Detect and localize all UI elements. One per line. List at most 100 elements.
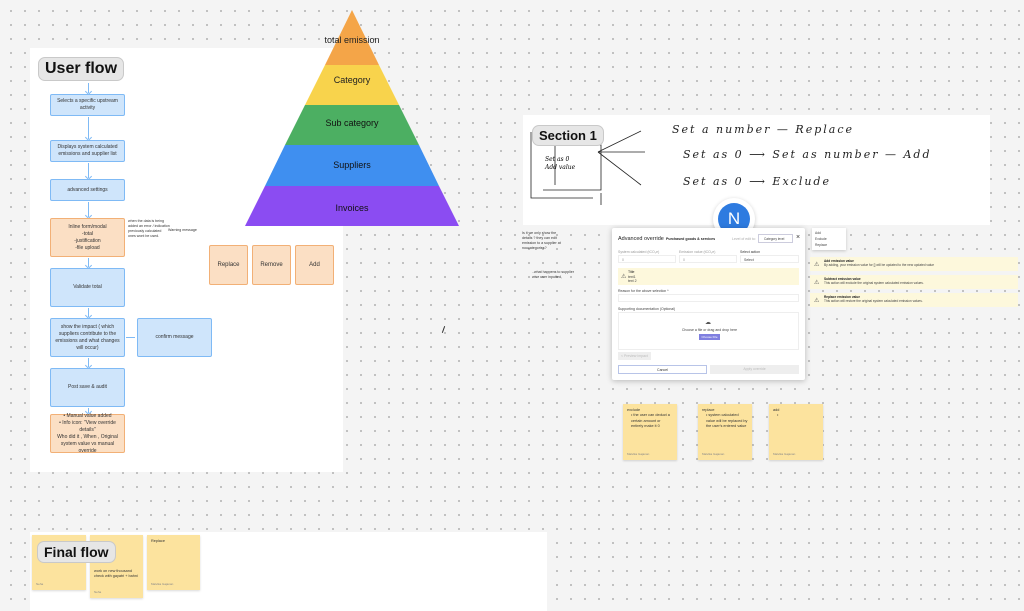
emission-pyramid xyxy=(245,10,459,226)
arrow xyxy=(88,202,89,217)
alert-line-1: text1 xyxy=(628,275,636,279)
confirm-message-box[interactable]: confirm message xyxy=(137,318,212,357)
sticky-bullet: • the user can deduct a certain amount o… xyxy=(631,413,670,428)
pyramid-level-category xyxy=(305,65,399,105)
arrow xyxy=(88,117,89,139)
warning-icon: ⚠ xyxy=(814,280,820,286)
pyramid-label-subcategory: Sub category xyxy=(325,118,379,128)
warning-title: Replace emission value xyxy=(824,295,860,299)
file-dropzone[interactable]: ☁ Choose a file or drag and drop here Ch… xyxy=(618,312,799,350)
sticky-text: work on new thousand check with gayatri … xyxy=(94,569,138,579)
pyramid-label-total: total emission xyxy=(324,35,380,45)
warning-icon: ⚠ xyxy=(621,274,627,280)
pyramid-label-suppliers: Suppliers xyxy=(333,160,371,170)
section1-label: Section 1 xyxy=(532,125,604,146)
flow-step-7[interactable]: Post save & audit xyxy=(50,368,125,407)
reason-label: Reason for the above selection * xyxy=(618,289,669,293)
option-add[interactable]: Add xyxy=(295,245,334,285)
level-label: Level of edit to: xyxy=(732,237,756,241)
sticky-author: Neha xyxy=(94,589,102,594)
sticky-author: Malvika Gajanan xyxy=(151,581,174,586)
flow-step-5[interactable]: Validate total xyxy=(50,268,125,307)
sticky-exclude[interactable]: exclude• the user can deduct a certain a… xyxy=(623,404,677,460)
apply-override-button[interactable]: Apply override xyxy=(710,365,799,374)
pyramid-level-invoices xyxy=(245,186,459,226)
sketch-box-text: Set as 0 Add value xyxy=(545,156,576,171)
dropdown-option-exclude[interactable]: Exclude xyxy=(815,237,827,241)
option-remove[interactable]: Remove xyxy=(252,245,291,285)
sticky-text: Replace xyxy=(151,539,165,543)
pyramid-label-invoices: Invoices xyxy=(335,203,369,213)
sketch-line-2: Set as 0 ⟶ Set as number — Add xyxy=(683,148,932,161)
final-flow-label: Final flow xyxy=(37,541,116,563)
flow-step-3[interactable]: advanced settings xyxy=(50,179,125,201)
sticky-title: exclude xyxy=(627,408,641,412)
flow-step-1[interactable]: Selects a specific upstream activity xyxy=(50,94,125,116)
field2-label: Emission value (tCO₂e) xyxy=(679,250,716,254)
warning-title: Add emission value xyxy=(824,259,854,263)
action-dropdown-menu: Add Exclude Replace xyxy=(812,228,846,250)
advanced-override-modal: Advanced override Purchased goods & serv… xyxy=(612,228,805,380)
warning-icon: ⚠ xyxy=(814,298,820,304)
sticky-bullet: • xyxy=(777,413,779,418)
pyramid-level-total xyxy=(325,10,379,65)
sketch-line-3: Set as 0 ⟶ Exclude xyxy=(683,175,831,188)
cursor-mark xyxy=(441,326,446,333)
alert-box: ⚠ Title text1 text 2 xyxy=(618,268,799,285)
pyramid-label-category: Category xyxy=(333,75,371,85)
reason-input[interactable] xyxy=(618,294,799,302)
warning-text: By adding, your emission value for [] wi… xyxy=(824,263,935,268)
dropdown-option-add[interactable]: Add xyxy=(815,231,821,235)
sticky-replace[interactable]: replace• system calculated value will be… xyxy=(698,404,752,460)
note-question-2: ..what happens to supplier wise user inp… xyxy=(532,270,574,279)
cancel-button[interactable]: Cancel xyxy=(618,365,707,374)
warning-icon: ⚠ xyxy=(814,262,820,268)
dropdown-option-replace[interactable]: Replace xyxy=(815,243,828,247)
warning-title: Subtract emission value xyxy=(824,277,861,281)
field1-input[interactable]: 0 xyxy=(618,255,676,263)
pyramid-level-suppliers xyxy=(265,145,439,186)
sticky-title: replace xyxy=(702,408,715,412)
note-question-1: Is it we only show the details ? they ca… xyxy=(522,231,561,250)
drop-text: Choose a file or drag and drop here xyxy=(681,328,738,332)
sticky-author: Malvika Gajanan xyxy=(773,451,796,456)
field1-label: System calculated (tCO₂e) xyxy=(618,250,660,254)
flow-step-4[interactable]: Inline form/modal -total -justification … xyxy=(50,218,125,257)
warning-text: This action will restore the original sy… xyxy=(824,299,923,304)
field3-label: Select action xyxy=(740,250,761,254)
sticky-bullet: • system calculated value will be replac… xyxy=(706,413,748,428)
level-select[interactable]: Category level xyxy=(758,234,793,243)
warning-label: Warning message xyxy=(168,228,197,232)
sticky-author: Malvika Gajanan xyxy=(627,451,650,456)
side-note: when the data is being added an error / … xyxy=(128,219,170,238)
warning-text: This action will exclude the original sy… xyxy=(824,281,924,286)
arrow xyxy=(88,408,89,413)
modal-category: Purchased goods & services xyxy=(666,237,716,241)
flow-step-6[interactable]: show the impact ( which suppliers contri… xyxy=(50,318,125,357)
arrow xyxy=(88,358,89,367)
option-replace[interactable]: Replace xyxy=(209,245,248,285)
arrow-right xyxy=(126,337,135,338)
flow-step-8[interactable]: • Manual value added • Info icon: "View … xyxy=(50,413,125,454)
preview-impact-button[interactable]: < Preview impact xyxy=(618,352,651,360)
sketch-line-1: Set a number — Replace xyxy=(672,123,854,136)
user-flow-label: User flow xyxy=(38,57,125,81)
arrow xyxy=(88,163,89,178)
sticky-author: Neha xyxy=(36,581,44,586)
upload-cloud-icon: ☁ xyxy=(705,320,711,326)
sticky-add[interactable]: add•Malvika Gajanan xyxy=(769,404,823,460)
action-select[interactable]: Select xyxy=(740,255,799,263)
close-icon[interactable]: × xyxy=(796,234,801,241)
arrow xyxy=(88,258,89,267)
sticky-author: Malvika Gajanan xyxy=(702,451,725,456)
arrow xyxy=(88,308,89,317)
field2-input[interactable]: 0 xyxy=(679,255,737,263)
alert-title: Title xyxy=(628,270,635,274)
choose-file-button[interactable]: Choose File xyxy=(699,334,720,340)
pyramid-level-subcategory xyxy=(285,105,419,145)
flow-step-2[interactable]: Displays system calculated emissions and… xyxy=(50,140,125,162)
docs-label: Supporting documentation (Optional) xyxy=(618,307,676,311)
